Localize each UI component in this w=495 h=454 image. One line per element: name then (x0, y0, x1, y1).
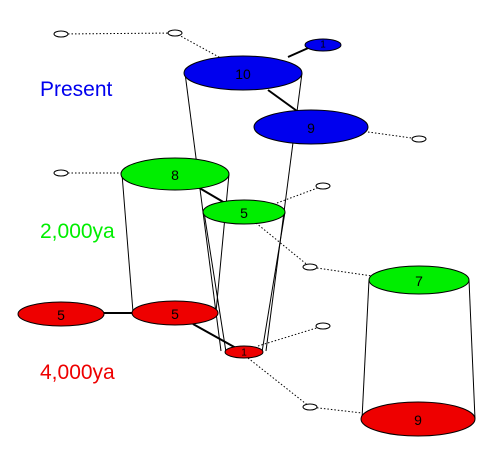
hollow-node (53, 30, 69, 38)
dotted-connector (257, 325, 324, 347)
era-label-present: Present (40, 78, 113, 101)
era-label-4000ya: 4,000ya (40, 361, 115, 384)
node-labels: 1 10 9 8 5 7 5 5 1 9 (57, 40, 423, 429)
dotted-connector (255, 222, 311, 268)
node-label-4000ya-5-left: 5 (57, 307, 65, 323)
node-label-present-9: 9 (307, 120, 315, 136)
dotted-connector (276, 185, 324, 204)
node-2000ya-7 (368, 265, 470, 295)
node-label-4000ya-9: 9 (414, 412, 422, 428)
node-label-4000ya-1: 1 (241, 348, 247, 359)
node-label-2000ya-8: 8 (171, 167, 179, 183)
hollow-nodes (53, 29, 427, 411)
dotted-connector (60, 32, 176, 35)
node-2000ya-5 (202, 199, 286, 225)
node-label-present-10: 10 (235, 66, 251, 82)
dotted-connector (309, 406, 363, 414)
solid-edge (267, 89, 298, 112)
cylinder-wall (261, 211, 286, 353)
node-4000ya-9 (360, 401, 476, 437)
solid-edge (195, 185, 226, 204)
node-present-10 (183, 55, 303, 91)
node-4000ya-5 (131, 300, 219, 326)
hollow-node (302, 403, 318, 411)
era-label-2000ya: 2,000ya (40, 220, 115, 243)
hollow-node (315, 322, 331, 330)
node-4000ya-5-left (17, 301, 105, 327)
solid-edges (103, 44, 316, 349)
node-label-2000ya-7: 7 (415, 273, 423, 289)
node-4000ya-1 (224, 345, 264, 359)
dotted-connector (309, 266, 373, 277)
node-label-4000ya-5: 5 (171, 306, 179, 322)
cylinder-wall (203, 211, 227, 353)
hollow-node (53, 169, 69, 177)
dotted-connector (367, 131, 420, 140)
hollow-node (302, 263, 318, 271)
hollow-node (315, 182, 331, 190)
hollow-node (167, 29, 183, 37)
hollow-node (411, 135, 427, 143)
haplotype-nodes (17, 38, 476, 437)
cylinder-wall (121, 173, 134, 313)
dotted-connector (247, 357, 311, 408)
node-2000ya-8 (120, 157, 230, 191)
cylinder-wall (361, 279, 370, 420)
solid-edge (192, 323, 237, 349)
cylinder-wall (215, 173, 230, 313)
node-label-present-small: 1 (320, 40, 326, 51)
cylinder-wall (468, 279, 476, 420)
node-present-small (304, 38, 342, 52)
node-label-2000ya-5: 5 (240, 205, 248, 221)
node-present-9 (253, 109, 369, 145)
